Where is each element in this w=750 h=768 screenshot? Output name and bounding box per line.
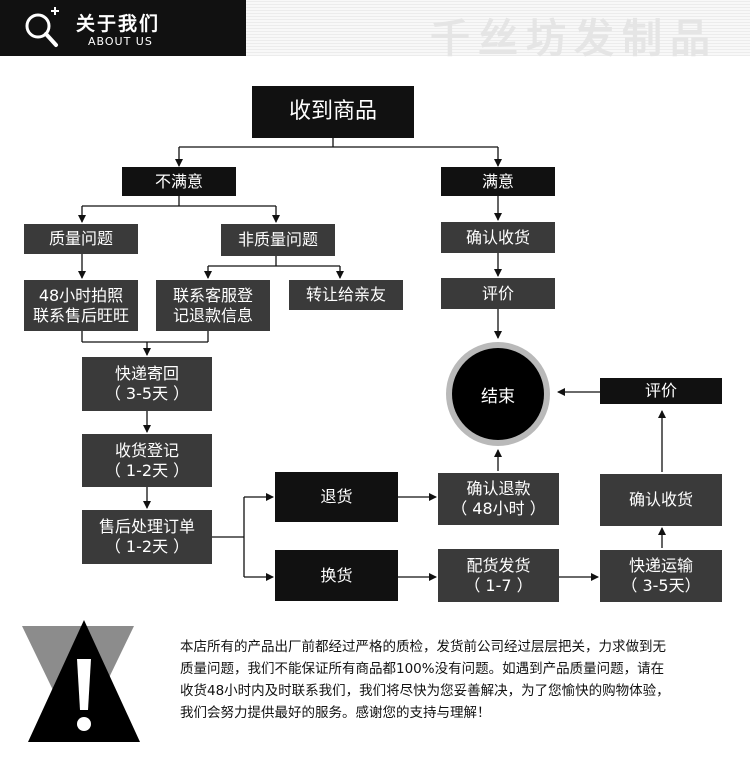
ship-goods-line2: （ 1-7 ） [464,575,533,595]
review-top-box: 评价 [441,278,555,309]
about-us-tab: 关于我们 ABOUT US [0,0,246,56]
review-right-label: 评价 [644,381,677,400]
return-goods-box: 退货 [275,472,398,522]
transfer-box: 转让给亲友 [289,280,403,310]
receipt-register-line2: （ 1-2天 ） [104,460,190,480]
header-title: 关于我们 [76,13,161,35]
unsatisfied-label: 不满意 [154,171,203,191]
confirm-receipt-top-label: 确认收货 [465,227,530,247]
header-subtitle: ABOUT US [88,35,153,48]
confirm-receipt-right-label: 确认收货 [628,490,693,509]
exchange-goods-label: 换货 [320,565,353,585]
contact-48h-box: 48小时拍照 联系售后旺旺 [24,280,138,331]
confirm-receipt-right-box: 确认收货 [600,474,722,526]
express-delivery-line1: 快递运输 [628,556,693,575]
contact-cs-box: 联系客服登 记退款信息 [156,280,270,331]
express-delivery-box: 快递运输 （ 3-5天） [600,550,722,602]
receipt-register-line1: 收货登记 [114,440,179,460]
header-banner: 关于我们 ABOUT US 千丝坊发制品 [0,0,750,62]
contact-48h-line2: 联系售后旺旺 [32,305,129,325]
notice-line: 收货48小时内及时联系我们，我们将尽快为您妥善解决，为了您愉快的购物体验， [180,683,670,699]
ship-goods-box: 配货发货 （ 1-7 ） [438,549,559,602]
express-delivery-line2: （ 3-5天） [621,576,701,595]
after-sales-line2: （ 1-2天 ） [104,537,190,556]
contact-cs-line1: 联系客服登 [172,285,253,305]
confirm-refund-line2: （ 48小时 ） [451,499,546,518]
review-top-label: 评价 [481,283,514,303]
brand-watermark: 千丝坊发制品 [430,15,718,62]
satisfied-label: 满意 [481,171,514,191]
satisfied-box: 满意 [441,167,555,196]
confirm-receipt-top-box: 确认收货 [441,222,555,253]
quality-issue-label: 质量问题 [48,229,113,248]
exchange-goods-box: 换货 [275,550,398,601]
express-return-box: 快递寄回 （ 3-5天 ） [82,357,212,411]
confirm-refund-box: 确认退款 （ 48小时 ） [438,473,559,525]
express-return-line1: 快递寄回 [114,364,179,383]
notice-line: 本店所有的产品出厂前都经过严格的质检，发货前公司经过层层把关，力求做到无 [180,639,666,655]
quality-issue-box: 质量问题 [24,224,138,254]
receive-goods-label: 收到商品 [288,99,377,125]
notice-line: 我们会努力提供最好的服务。感谢您的支持与理解！ [180,705,491,721]
unsatisfied-box: 不满意 [122,167,236,196]
after-sales-box: 售后处理订单 （ 1-2天 ） [82,510,212,564]
non-quality-issue-box: 非质量问题 [221,224,335,256]
end-node: 结束 [446,342,550,446]
end-label: 结束 [452,348,544,440]
receive-goods-box: 收到商品 [252,86,414,138]
transfer-label: 转让给亲友 [305,285,386,304]
warning-icon [22,620,140,742]
ship-goods-line1: 配货发货 [466,555,531,575]
contact-cs-line2: 记退款信息 [172,305,253,325]
notice-line: 质量问题，我们不能保证所有商品都100%没有问题。如遇到产品质量问题，请在 [180,661,665,677]
contact-48h-line1: 48小时拍照 [38,285,124,305]
non-quality-issue-label: 非质量问题 [237,230,318,249]
confirm-refund-line1: 确认退款 [466,479,531,498]
receipt-register-box: 收货登记 （ 1-2天 ） [82,434,212,487]
return-goods-label: 退货 [320,487,353,506]
notice-text: 本店所有的产品出厂前都经过严格的质检，发货前公司经过层层把关，力求做到无 质量问… [180,636,730,724]
after-sales-line1: 售后处理订单 [98,517,195,536]
review-right-box: 评价 [600,378,722,404]
search-plus-icon [25,7,59,47]
express-return-line2: （ 3-5天 ） [104,384,190,403]
